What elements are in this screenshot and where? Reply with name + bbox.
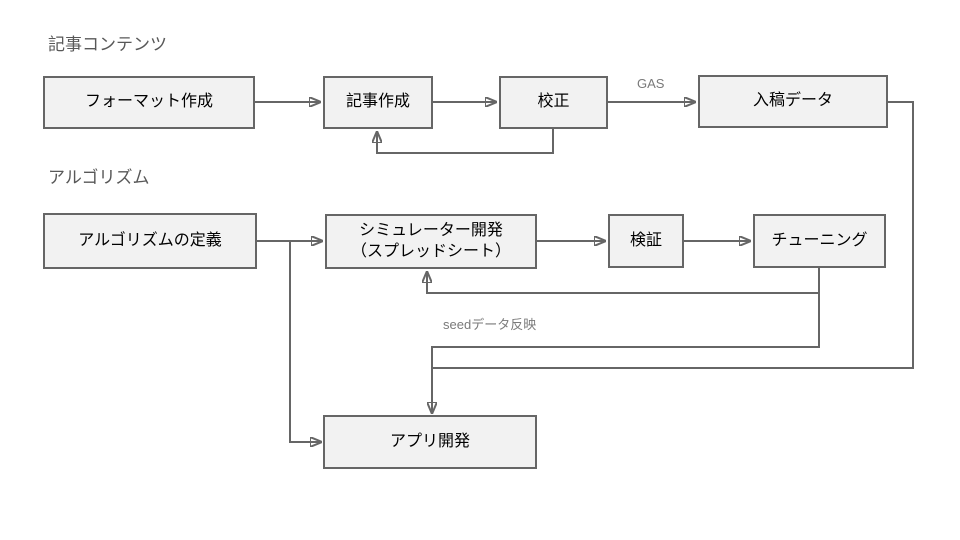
node-simulator-development-label-line1: シミュレーター開発 (359, 221, 503, 239)
node-format-creation: フォーマット作成 (43, 76, 255, 129)
node-tuning-label: チューニング (771, 231, 868, 249)
node-verification-label: 検証 (629, 231, 662, 249)
node-format-creation-label: フォーマット作成 (84, 93, 213, 111)
node-article-creation-label: 記事作成 (345, 93, 410, 111)
edge-label-seed-data: seedデータ反映 (443, 317, 537, 332)
node-proofreading: 校正 (499, 76, 608, 129)
node-proofreading-label: 校正 (537, 93, 570, 111)
connector-tuning-feedback-to-simulator (427, 272, 819, 294)
section-title-algorithm: アルゴリズム (48, 168, 150, 187)
connector-algodef-branch-to-appdev (289, 241, 321, 442)
node-article-creation: 記事作成 (323, 76, 433, 129)
section-title-article-content: 記事コンテンツ (48, 35, 167, 54)
connector-tuning-to-appdev (432, 268, 820, 413)
node-algorithm-definition: アルゴリズムの定義 (43, 213, 257, 269)
node-app-development-label: アプリ開発 (389, 432, 470, 450)
node-submission-data: 入稿データ (698, 75, 888, 128)
node-tuning: チューニング (753, 214, 886, 268)
node-app-development: アプリ開発 (323, 415, 537, 469)
node-verification: 検証 (608, 214, 684, 268)
node-algorithm-definition-label: アルゴリズムの定義 (78, 231, 222, 249)
edge-label-gas: GAS (637, 76, 665, 91)
connector-submission-to-appdev-join (432, 101, 914, 369)
node-simulator-development: シミュレーター開発 （スプレッドシート） (325, 214, 537, 269)
connector-proofreading-feedback-to-article (377, 129, 554, 154)
node-simulator-development-label-line2: （スプレッドシート） (350, 242, 511, 260)
node-submission-data-label: 入稿データ (752, 92, 833, 110)
